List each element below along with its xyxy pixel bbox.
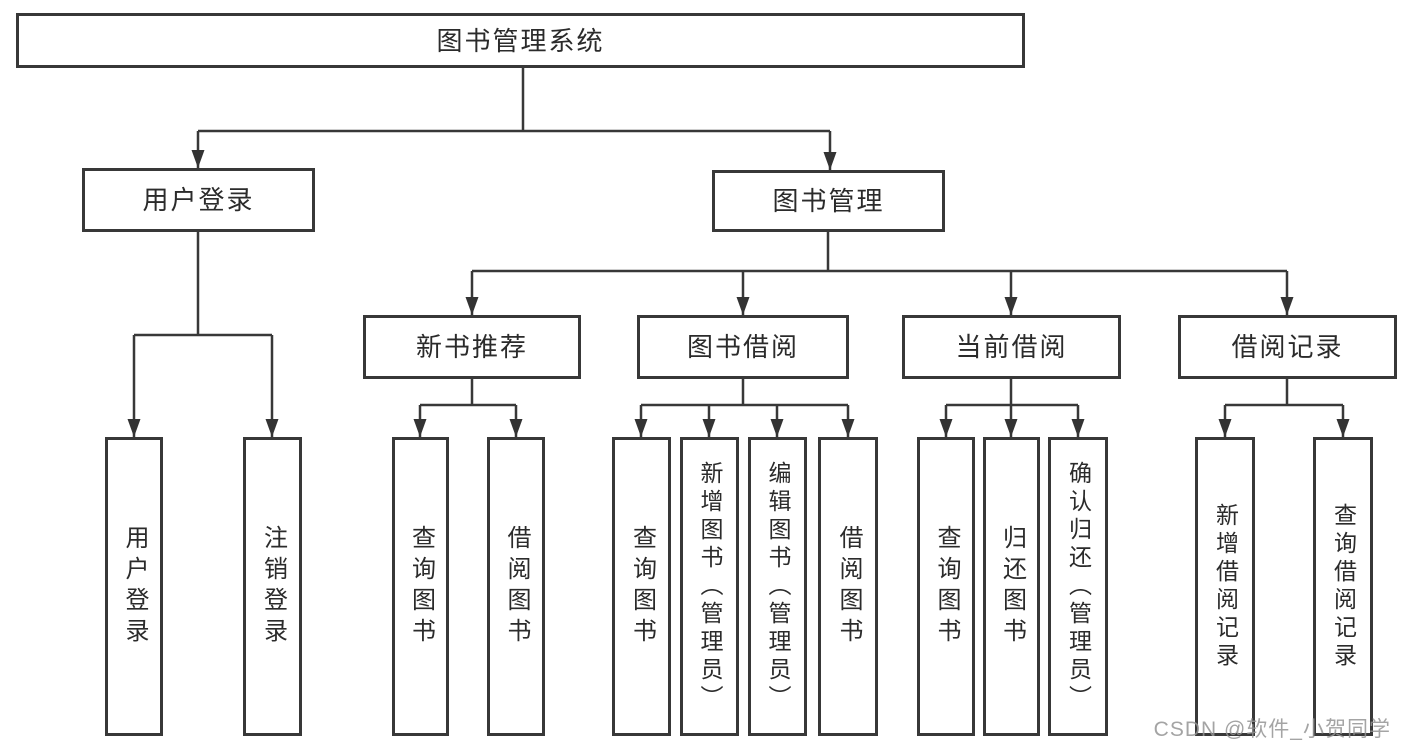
leaf-add-book-admin-label: 新增图书（管理员） — [697, 460, 723, 713]
watermark: CSDN @软件_小贺同学 — [1153, 718, 1391, 741]
node-borrow-records: 借阅记录 — [1178, 315, 1397, 379]
node-current-borrowing-label: 当前借阅 — [955, 332, 1068, 362]
leaf-confirm-return-admin: 确认归还（管理员） — [1048, 437, 1108, 736]
leaf-logout-label: 注销登录 — [259, 524, 287, 649]
leaf-user-login-label: 用户登录 — [121, 524, 148, 649]
leaf-query-books-2: 查询图书 — [612, 437, 671, 736]
leaf-borrow-books-2-label: 借阅图书 — [835, 524, 862, 649]
node-book-management: 图书管理 — [712, 170, 945, 232]
leaf-borrow-books-2: 借阅图书 — [818, 437, 878, 736]
leaf-add-borrow-record-label: 新增借阅记录 — [1212, 502, 1239, 671]
node-current-borrowing: 当前借阅 — [902, 315, 1121, 379]
leaf-query-books-2-label: 查询图书 — [628, 524, 656, 649]
leaf-query-borrow-record: 查询借阅记录 — [1313, 437, 1373, 736]
node-user-login: 用户登录 — [82, 168, 315, 232]
node-borrow-records-label: 借阅记录 — [1231, 332, 1344, 362]
leaf-edit-book-admin: 编辑图书（管理员） — [748, 437, 807, 736]
leaf-confirm-return-admin-label: 确认归还（管理员） — [1065, 460, 1092, 713]
leaf-query-books-1-label: 查询图书 — [407, 524, 435, 649]
leaf-return-book: 归还图书 — [983, 437, 1040, 736]
leaf-edit-book-admin-label: 编辑图书（管理员） — [765, 460, 791, 713]
leaf-add-borrow-record: 新增借阅记录 — [1195, 437, 1255, 736]
node-book-management-label: 图书管理 — [772, 186, 885, 216]
leaf-borrow-books-1: 借阅图书 — [487, 437, 545, 736]
leaf-return-book-label: 归还图书 — [998, 524, 1026, 649]
leaf-query-books-3: 查询图书 — [917, 437, 975, 736]
leaf-query-books-3-label: 查询图书 — [933, 524, 960, 649]
leaf-borrow-books-1-label: 借阅图书 — [503, 524, 530, 649]
node-new-book-recommend-label: 新书推荐 — [415, 332, 528, 362]
node-root-label: 图书管理系统 — [436, 25, 605, 56]
leaf-query-borrow-record-label: 查询借阅记录 — [1330, 502, 1357, 671]
node-book-borrowing: 图书借阅 — [637, 315, 849, 379]
node-book-borrowing-label: 图书借阅 — [686, 332, 799, 362]
node-user-login-label: 用户登录 — [142, 185, 255, 215]
tree-connector-lines — [132, 68, 1345, 437]
leaf-logout: 注销登录 — [243, 437, 302, 736]
node-new-book-recommend: 新书推荐 — [363, 315, 581, 379]
leaf-query-books-1: 查询图书 — [392, 437, 449, 736]
node-root: 图书管理系统 — [16, 13, 1025, 68]
leaf-add-book-admin: 新增图书（管理员） — [680, 437, 739, 736]
arrowheads — [127, 150, 1350, 437]
leaf-user-login: 用户登录 — [105, 437, 163, 736]
